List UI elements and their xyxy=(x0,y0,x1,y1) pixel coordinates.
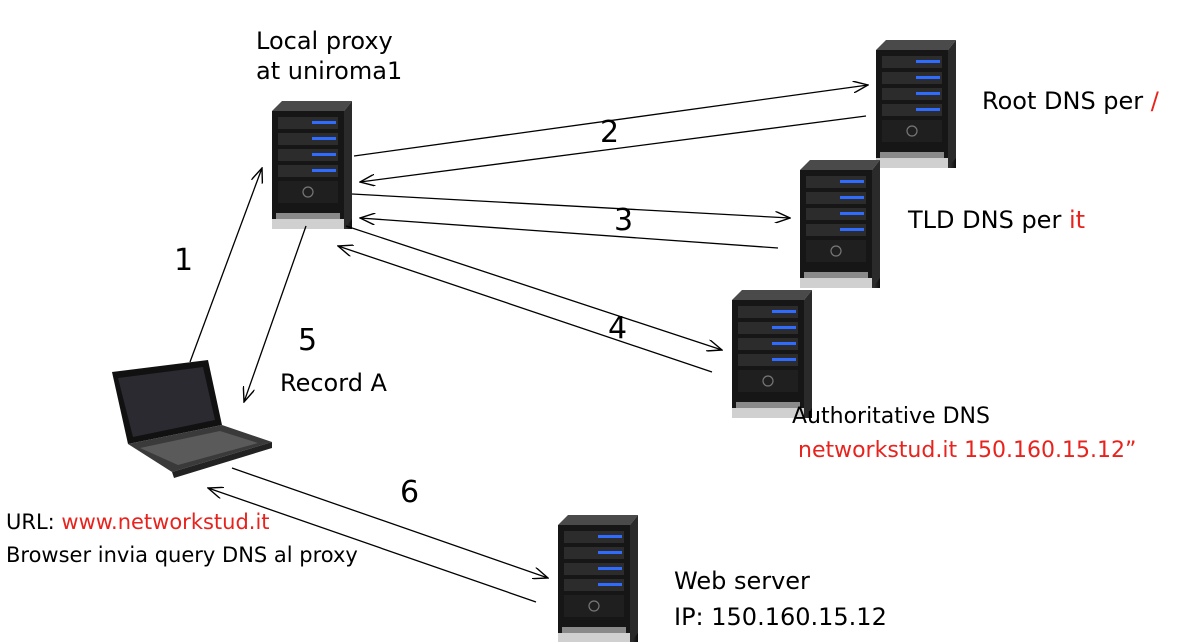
arrow-step1-query xyxy=(189,168,262,363)
web-server-ip: IP: 150.160.15.12 xyxy=(674,603,887,631)
arrow-step3-from-tld xyxy=(360,218,779,249)
step-4-number: 4 xyxy=(608,311,628,346)
arrow-step2-from-root xyxy=(360,115,867,182)
client-url-value: www.networkstud.it xyxy=(61,510,270,534)
root-dns-server-icon xyxy=(875,39,957,169)
root-dns-text: Root DNS per xyxy=(982,87,1151,115)
client-note: Browser invia query DNS al proxy xyxy=(6,543,358,567)
arrow-step6-to-webserver xyxy=(231,467,548,578)
step-6-number: 6 xyxy=(400,475,420,510)
local-proxy-line2: at uniroma1 xyxy=(256,57,403,85)
laptop-icon xyxy=(112,360,272,478)
arrow-step2-to-root xyxy=(353,85,868,157)
tld-dns-server-icon xyxy=(799,159,881,289)
authoritative-dns-label: Authoritative DNS xyxy=(792,404,990,429)
step-5-label: Record A xyxy=(280,369,387,397)
local-proxy-label: Local proxy at uniroma1 xyxy=(256,26,402,86)
root-dns-highlight: / xyxy=(1150,87,1159,115)
root-dns-label: Root DNS per / xyxy=(982,86,1159,116)
web-server-label: Web server IP: 150.160.15.12 xyxy=(674,566,887,632)
authoritative-dns-detail: networkstud.it 150.160.15.12” xyxy=(798,438,1137,463)
local-proxy-server-icon xyxy=(271,100,353,230)
tld-dns-highlight: it xyxy=(1068,206,1086,234)
tld-dns-label: TLD DNS per it xyxy=(908,205,1085,235)
tld-dns-text: TLD DNS per xyxy=(908,206,1069,234)
arrow-step5-response xyxy=(244,225,307,402)
arrow-step4-to-auth xyxy=(345,225,722,350)
step-1-number: 1 xyxy=(174,243,194,278)
web-server-line1: Web server xyxy=(674,567,810,595)
arrow-step6-from-webserver xyxy=(208,488,537,603)
step-5-number: 5 xyxy=(298,323,318,358)
web-server-icon xyxy=(557,514,639,642)
step-3-number: 3 xyxy=(614,203,634,238)
authoritative-dns-server-icon xyxy=(731,289,813,419)
arrow-step4-from-auth xyxy=(338,246,713,373)
client-url-line: URL: www.networkstud.it xyxy=(6,507,270,537)
step-2-number: 2 xyxy=(600,115,620,150)
arrow-step3-to-tld xyxy=(351,193,790,218)
client-url-label: URL: xyxy=(6,510,62,534)
local-proxy-line1: Local proxy xyxy=(256,27,393,55)
